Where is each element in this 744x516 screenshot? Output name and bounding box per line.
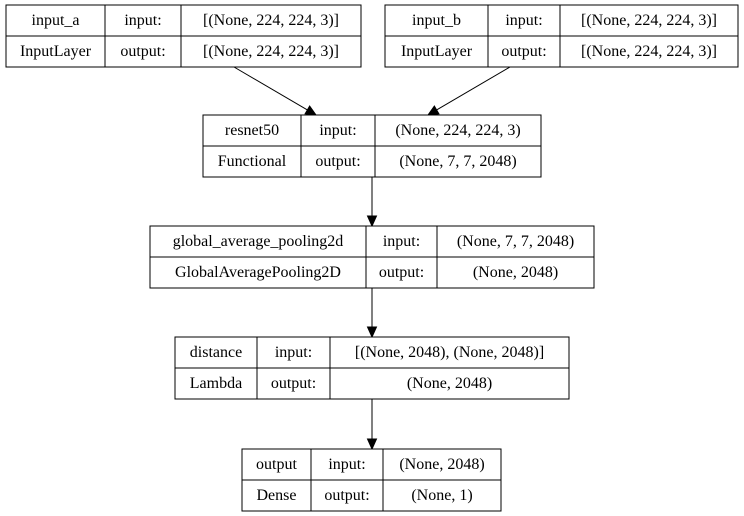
arrow-head-icon: [304, 105, 318, 116]
edge-input_a-to-resnet50: [233, 66, 318, 116]
layer-type: Functional: [218, 153, 287, 170]
output-label: output:: [324, 487, 369, 504]
input-label: input:: [328, 456, 365, 473]
input-label: input:: [275, 344, 312, 361]
layer-type: InputLayer: [401, 43, 473, 60]
edge-line: [436, 66, 511, 111]
layer-name: global_average_pooling2d: [173, 233, 344, 250]
output-shape: (None, 2048): [473, 264, 558, 281]
layer-type: Dense: [257, 487, 297, 504]
arrow-head-icon: [426, 105, 440, 116]
edge-distance-to-output: [366, 399, 378, 451]
input-shape: (None, 7, 7, 2048): [457, 233, 574, 250]
output-shape: [(None, 224, 224, 3)]: [203, 43, 339, 60]
input-shape: (None, 224, 224, 3): [395, 122, 520, 139]
layer-name: input_b: [412, 12, 461, 29]
edge-gap-to-distance: [366, 288, 378, 339]
output-label: output:: [315, 153, 360, 170]
input-shape: [(None, 224, 224, 3)]: [581, 12, 717, 29]
layer-type: InputLayer: [20, 43, 92, 60]
output-shape: (None, 2048): [407, 375, 492, 392]
output-label: output:: [501, 43, 546, 60]
arrow-head-icon: [366, 438, 378, 451]
output-label: output:: [271, 375, 316, 392]
edge-line: [233, 66, 308, 111]
output-label: output:: [379, 264, 424, 281]
edge-resnet50-to-gap: [366, 177, 378, 228]
input-shape: [(None, 224, 224, 3)]: [203, 12, 339, 29]
output-label: output:: [120, 43, 165, 60]
input-label: input:: [383, 233, 420, 250]
edges: [233, 66, 511, 451]
layer-node-gap: global_average_pooling2dGlobalAveragePoo…: [149, 225, 595, 289]
output-shape: (None, 7, 7, 2048): [399, 153, 516, 170]
layer-type: GlobalAveragePooling2D: [175, 264, 341, 281]
output-shape: (None, 1): [411, 487, 472, 504]
input-shape: (None, 2048): [399, 456, 484, 473]
input-label: input:: [505, 12, 542, 29]
input-label: input:: [124, 12, 161, 29]
layer-name: resnet50: [225, 122, 279, 139]
layer-name: input_a: [32, 12, 80, 29]
arrow-head-icon: [366, 326, 378, 339]
input-shape: [(None, 2048), (None, 2048)]: [355, 344, 544, 361]
layer-name: distance: [190, 344, 242, 361]
layer-name: output: [256, 456, 297, 473]
layer-type: Lambda: [190, 375, 242, 392]
arrow-head-icon: [366, 215, 378, 228]
input-label: input:: [319, 122, 356, 139]
edge-input_b-to-resnet50: [426, 66, 511, 116]
output-shape: [(None, 224, 224, 3)]: [581, 43, 717, 60]
